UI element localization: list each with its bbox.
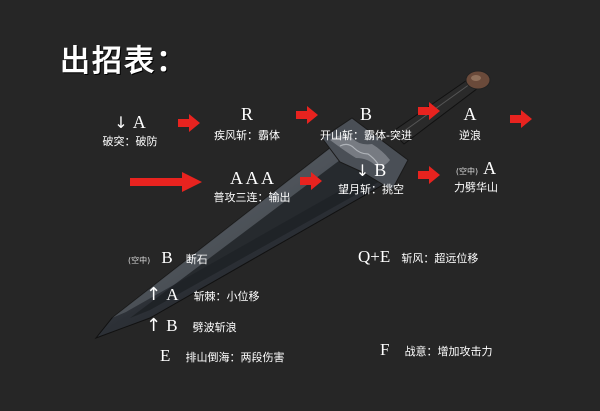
move-air-b: (空中) B 断石 (128, 248, 208, 268)
red-arrow-icon (178, 114, 200, 132)
key-label: A (132, 112, 146, 132)
move-description: 开山斩：霸体-突进 (320, 129, 412, 142)
move-description: 排山倒海：两段伤害 (185, 351, 285, 364)
combo-step-3: B 开山斩：霸体-突进 (318, 104, 414, 143)
down-arrow-icon: ↓ (355, 161, 370, 180)
move-description: 逆浪 (459, 129, 481, 142)
red-arrow-icon (418, 102, 440, 120)
key-label: Q+E (358, 247, 391, 266)
move-f: F 战意：增加攻击力 (380, 340, 493, 360)
move-description: 斩棘：小位移 (193, 290, 260, 303)
move-q-e: Q+E 斩风：超远位移 (358, 247, 478, 267)
key-label: A (463, 104, 477, 124)
key-label: E (160, 346, 171, 365)
key-label: F (380, 340, 390, 359)
move-description: 战意：增加攻击力 (404, 345, 493, 358)
key-label: B (374, 160, 387, 180)
combo-step-5: A A A 普攻三连：输出 (212, 168, 292, 205)
move-e: E 排山倒海：两段伤害 (160, 346, 284, 366)
key-label: B (359, 104, 372, 124)
red-arrow-icon (130, 172, 202, 192)
move-list-title: 出招表： (60, 44, 188, 79)
red-arrow-icon (300, 172, 322, 190)
down-arrow-icon: ↓ (114, 113, 128, 132)
move-description: 斩风：超远位移 (401, 252, 479, 265)
key-label: A (166, 285, 179, 304)
move-description: 劈波斩浪 (192, 321, 237, 334)
move-up-b: ↑ B 劈波斩浪 (146, 315, 237, 336)
key-label: A A A (229, 168, 275, 188)
combo-step-4: A 逆浪 (452, 104, 488, 143)
up-arrow-icon: ↑ (146, 284, 162, 305)
move-description: 望月斩：挑空 (338, 183, 404, 196)
move-description: 断石 (185, 253, 208, 266)
move-description: 力劈华山 (454, 181, 498, 194)
key-label: R (240, 104, 253, 124)
combo-step-1: ↓ A 破突：破防 (100, 112, 160, 149)
air-prefix: (空中) (455, 167, 479, 176)
move-description: 普攻三连：输出 (213, 191, 291, 204)
key-label: B (161, 248, 173, 267)
key-label: B (166, 316, 178, 335)
move-up-a: ↑ A 斩棘：小位移 (146, 284, 260, 305)
air-prefix: (空中) (128, 256, 151, 265)
combo-step-7: (空中) A 力劈华山 (446, 158, 506, 195)
combo-step-6: ↓ B 望月斩：挑空 (334, 160, 408, 197)
up-arrow-icon: ↑ (146, 315, 162, 336)
red-arrow-icon (510, 110, 532, 128)
key-label: A (483, 158, 497, 178)
red-arrow-icon (296, 106, 318, 124)
red-arrow-icon (418, 166, 440, 184)
move-description: 疾风斩：霸体 (214, 129, 280, 142)
move-description: 破突：破防 (102, 135, 158, 148)
combo-step-2: R 疾风斩：霸体 (212, 104, 282, 143)
